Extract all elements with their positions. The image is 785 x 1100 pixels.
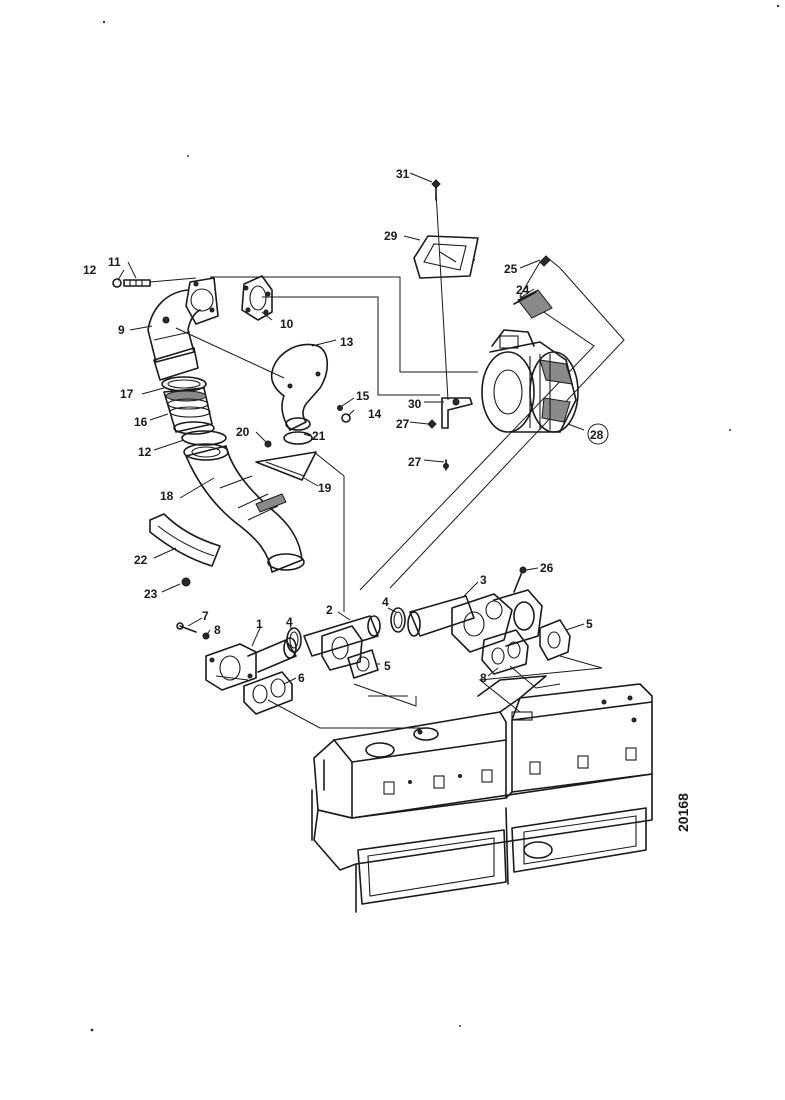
- callout-4-left: 4: [286, 615, 293, 629]
- callout-labels: 31 29 25 24 11 12 9 10 13 15 14 30 27 28…: [83, 167, 609, 685]
- pipe-13: [270, 343, 329, 431]
- callout-24: 24: [516, 283, 530, 297]
- callout-1: 1: [256, 617, 263, 631]
- clamp-12: [181, 430, 227, 446]
- engine-cylinder-heads: [313, 675, 653, 819]
- callout-8-right: 8: [480, 671, 487, 685]
- callout-17: 17: [120, 387, 134, 401]
- gasket-5-left: [347, 649, 379, 679]
- callout-23: 23: [144, 587, 158, 601]
- scan-specks: [90, 4, 780, 1032]
- elbow-pipe-9: [147, 277, 219, 381]
- washer-12-top: [112, 278, 122, 288]
- callout-16: 16: [134, 415, 148, 429]
- callout-7: 7: [202, 609, 209, 623]
- bellows-16: [163, 387, 215, 435]
- callout-2: 2: [326, 603, 333, 617]
- callout-20: 20: [236, 425, 250, 439]
- callout-14: 14: [368, 407, 382, 421]
- seal-ring-4-left: [286, 627, 302, 653]
- heat-shield-22: [149, 513, 221, 567]
- callout-27-lower: 27: [408, 455, 422, 469]
- callout-5-right: 5: [586, 617, 593, 631]
- callout-13: 13: [340, 335, 354, 349]
- callout-12-mid: 12: [138, 445, 152, 459]
- gasket-10: [241, 275, 273, 321]
- stud-7-8: [176, 622, 210, 640]
- gasket-6-left: [243, 671, 293, 715]
- bolt-14-15: [337, 405, 351, 423]
- callout-19: 19: [318, 481, 332, 495]
- seal-ring-4-right: [390, 607, 406, 633]
- bracket-19: [255, 451, 317, 481]
- callout-30: 30: [408, 397, 422, 411]
- bolt-11: [123, 279, 151, 287]
- callout-26: 26: [540, 561, 554, 575]
- callout-28: 28: [587, 423, 609, 445]
- pipe-3: [407, 589, 543, 653]
- callout-29-top: 29: [384, 229, 398, 243]
- downpipe-18: [183, 443, 305, 573]
- callout-4-right: 4: [382, 595, 389, 609]
- callout-9: 9: [118, 323, 125, 337]
- callout-8-left: 8: [214, 623, 221, 637]
- bolt-31: [431, 179, 441, 201]
- callout-11: 11: [108, 255, 121, 269]
- callout-5-left: 5: [384, 659, 391, 673]
- nut-20: [264, 440, 272, 448]
- callout-leaders: [117, 172, 585, 685]
- callout-10: 10: [280, 317, 294, 331]
- turbocharger: [413, 235, 579, 471]
- engine-crankcase: [311, 759, 653, 913]
- bolt-25: [539, 255, 551, 267]
- callout-21: 21: [312, 429, 326, 443]
- pipe-2: [303, 615, 381, 671]
- callout-25: 25: [504, 262, 518, 276]
- bolt-23: [181, 577, 191, 587]
- drawing-number: 20168: [675, 793, 691, 832]
- callout-3: 3: [480, 573, 487, 587]
- callout-12-top: 12: [83, 263, 97, 277]
- callout-22: 22: [134, 553, 148, 567]
- assembly-lines: [149, 191, 625, 729]
- callout-18: 18: [160, 489, 174, 503]
- stud-26: [513, 566, 527, 593]
- callout-6: 6: [298, 671, 305, 685]
- svg-text:28: 28: [590, 428, 604, 442]
- callout-31: 31: [396, 167, 410, 181]
- callout-15: 15: [356, 389, 370, 403]
- clamp-21: [283, 431, 313, 445]
- gasket-5-right: [539, 619, 571, 661]
- callout-27-upper: 27: [396, 417, 410, 431]
- gasket-6-right: [481, 629, 529, 675]
- manifold-flange-1: [205, 637, 297, 691]
